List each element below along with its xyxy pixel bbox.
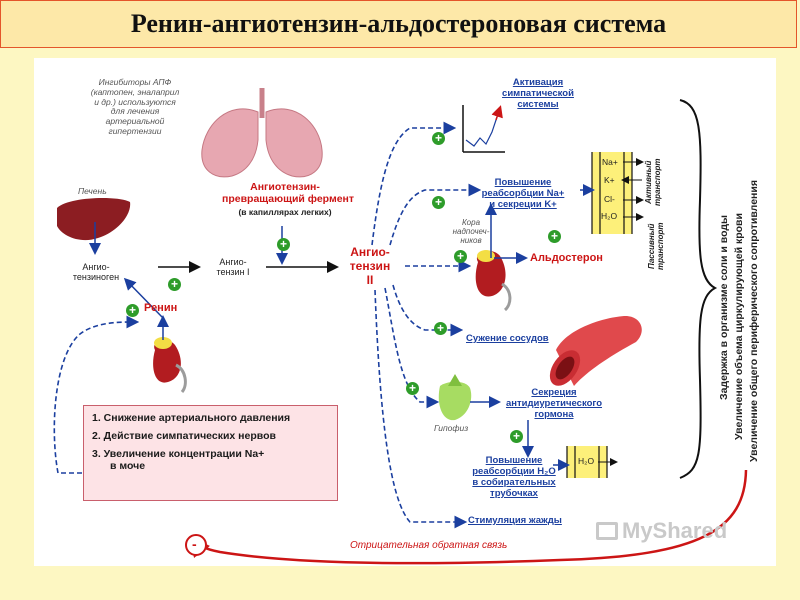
minus-sign: - [192, 536, 197, 552]
adrenal-kidney-icon [475, 250, 512, 312]
inhibitors-line: Ингибиторы АПФ [98, 77, 172, 87]
label-line: транспорт [656, 222, 665, 270]
effects-line-3: Увеличение общего периферического сопрот… [748, 180, 760, 462]
label-line: системы [517, 98, 559, 110]
ion-transport-icon [580, 152, 644, 234]
watermark-text: MyShared [622, 518, 728, 543]
plus-circle-icon: + [432, 196, 445, 209]
aldosterone-label: Альдостерон [530, 252, 603, 264]
ion-k: K+ [604, 175, 615, 185]
feedback-label: Отрицательная обратная связь [350, 540, 508, 551]
label-line: Ангио- [82, 262, 110, 272]
label-line: Кора [461, 218, 481, 227]
hypophysis-label: Гипофиз [434, 423, 469, 433]
inhibitors-line: артериальной [105, 116, 165, 127]
title-bar: Ренин-ангиотензин-альдостероновая систем… [0, 0, 797, 48]
blood-vessel-icon [549, 315, 642, 386]
minus-circle-icon [185, 534, 207, 556]
label-line: симпатической [502, 87, 574, 99]
ace-location-label: (в капиллярах легких) [238, 207, 332, 217]
active-transport-label: Активный транспорт [644, 158, 662, 206]
feedback-arrow [189, 469, 748, 565]
label-line: превращающий фермент [222, 193, 355, 206]
label-line: ников [460, 236, 482, 246]
plus-circle-icon: + [406, 382, 419, 395]
label-line: тензиноген [72, 272, 120, 283]
hypophysis-icon [438, 374, 472, 421]
liver-icon [57, 198, 131, 241]
label-line: Повышение [494, 177, 552, 188]
sympathetic-graph-icon [462, 105, 505, 153]
trigger-item-text: 3. Увеличение концентрации Na+ [92, 448, 265, 461]
adh-label: Секреция антидиуретического гормона [498, 387, 610, 421]
plus-circle-icon: + [510, 430, 523, 443]
effects-line-2: Увеличение объема циркулирующей крови [733, 213, 745, 440]
label-line: Ангио- [350, 245, 390, 259]
ion-cl: Cl- [604, 194, 615, 204]
inhibitors-line: и др.) используются [94, 96, 176, 107]
label-line: в собирательных [472, 476, 556, 488]
effects-brace-icon [679, 99, 718, 479]
liver-label: Печень [78, 186, 107, 196]
label-line: Секреция [531, 387, 577, 398]
reabsorption-na-label: Повышение реабсорбции Na+ и секреции K+ [478, 177, 568, 211]
h2o-label: H₂O [578, 456, 595, 466]
angiotensin-1-label: Ангио- тензин I [206, 257, 260, 278]
plus-circle-icon: + [548, 230, 561, 243]
plus-circle-icon: + [434, 322, 447, 335]
trigger-item: 2. Действие симпатических нервов [92, 430, 276, 443]
label-line: антидиуретического [505, 397, 603, 409]
ace-label: Ангиотензин- превращающий фермент [222, 181, 355, 206]
label-line: реабсорбции H₂O [472, 465, 556, 477]
trigger-item-text: в моче [110, 460, 146, 473]
inhibitors-note: Ингибиторы АПФ (каптопен, эналаприл и др… [80, 77, 190, 137]
thirst-label: Стимуляция жажды [468, 515, 562, 526]
water-transport-icon [553, 446, 618, 478]
label-line: трубочках [490, 487, 538, 499]
ion-h2o: H₂O [601, 211, 618, 221]
effects-line-1: Задержка в организме соли и воды [718, 215, 730, 400]
inhibitors-line: гипертензии [108, 125, 162, 136]
label-line: надпочеч- [452, 227, 490, 237]
reabsorption-h2o-label: Повышение реабсорбции H₂O в собирательны… [472, 455, 556, 500]
vasoconstriction-label: Сужение сосудов [466, 333, 549, 344]
label-line: Пассивный [647, 223, 656, 269]
trigger-item: 1. Снижение артериального давления [92, 412, 291, 424]
label-line: гормона [534, 408, 574, 420]
label-line: Ангио- [219, 257, 247, 267]
plus-circle-icon: + [277, 238, 290, 251]
presentation-icon [596, 522, 618, 540]
sympathetic-label: Активация симпатической системы [498, 77, 578, 111]
adrenal-cortex-label: Кора надпочеч- ников [446, 218, 496, 246]
watermark-logo: MyShared [596, 518, 727, 544]
lungs-icon [201, 88, 323, 178]
triggers-box: 1. Снижение артериального давления 2. Де… [83, 405, 338, 501]
kidney-icon [153, 337, 187, 393]
label-line: II [366, 272, 374, 287]
plus-circle-icon: + [454, 250, 467, 263]
label-line: Ангиотензин- [250, 181, 320, 193]
label-line: реабсорбции Na+ [481, 187, 565, 199]
label-line: и секреции K+ [489, 198, 557, 210]
label-line: Активация [512, 77, 564, 88]
label-line: транспорт [653, 158, 662, 206]
inhibitors-line: для лечения [110, 106, 160, 117]
passive-transport-label: Пассивный транспорт [647, 222, 665, 270]
ion-na: Na+ [602, 157, 618, 167]
label-line: тензин I [216, 267, 250, 278]
label-line: Повышение [485, 455, 543, 466]
page-title: Ренин-ангиотензин-альдостероновая систем… [130, 9, 667, 38]
plus-circle-icon: + [432, 132, 445, 145]
angiotensin-2-label: Ангио- тензин II [340, 245, 400, 287]
label-line: тензин [349, 258, 391, 273]
plus-circle-icon: + [126, 304, 139, 317]
label-line: Активный [644, 160, 653, 204]
angiotensinogen-label: Ангио- тензиноген [68, 262, 124, 283]
plus-circle-icon: + [168, 278, 181, 291]
inhibitors-line: (каптопен, эналаприл [90, 86, 180, 97]
renin-label: Ренин [144, 302, 178, 314]
trigger-item: 3. Увеличение концентрации Na+ в моче [92, 448, 329, 472]
